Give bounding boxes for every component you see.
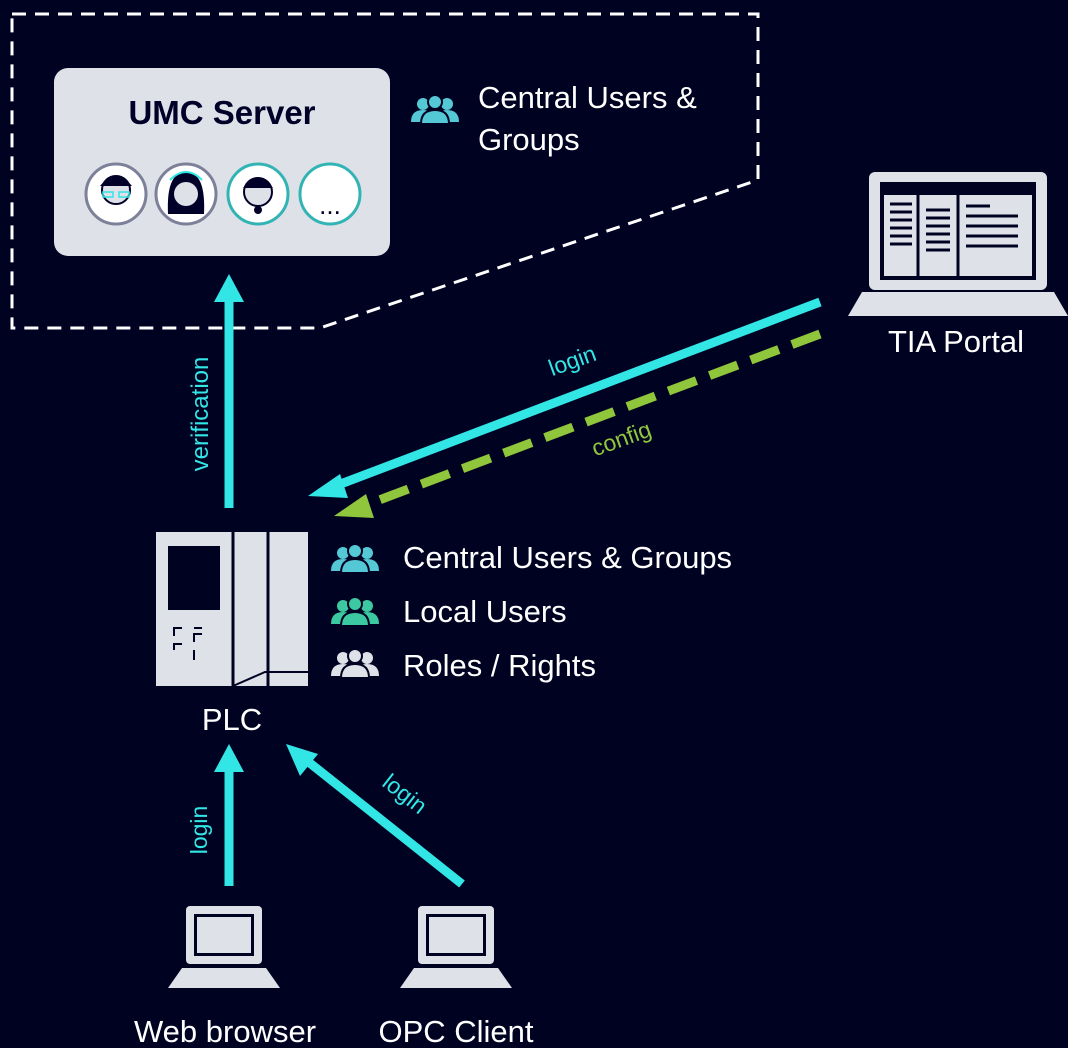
avatar-user-3: [226, 162, 290, 226]
opc-client-label: OPC Client: [378, 1014, 533, 1048]
avatar-more-text: ...: [319, 190, 341, 220]
users-group-icon: [330, 543, 380, 574]
legend-roles-rights: Roles / Rights: [403, 648, 596, 683]
avatar-user-1: [84, 162, 148, 226]
umc-group-label-line2: Groups: [478, 122, 580, 157]
users-group-icon: [330, 596, 380, 627]
plc-label: PLC: [202, 702, 262, 737]
plc-device-icon: [156, 532, 308, 687]
opc-login-label: login: [378, 768, 432, 818]
users-group-icon: [410, 94, 460, 125]
tia-portal-label: TIA Portal: [888, 324, 1024, 359]
web-login-arrow: [214, 744, 244, 886]
web-browser-laptop-icon: [168, 906, 280, 988]
umc-domain-boundary: [10, 12, 760, 330]
legend-central-users: Central Users & Groups: [403, 540, 732, 575]
opc-login-arrow: [286, 744, 465, 888]
umc-server-box: UMC Server ...: [54, 68, 390, 256]
tia-login-label: login: [545, 340, 600, 381]
verification-label: verification: [187, 357, 214, 472]
umc-group-label-line1: Central Users &: [478, 80, 697, 115]
avatar-user-2: [154, 162, 218, 226]
web-login-label: login: [186, 806, 212, 855]
verification-arrow: [214, 274, 244, 508]
users-group-icon: [330, 648, 380, 679]
opc-client-laptop-icon: [400, 906, 512, 988]
tia-config-label: config: [588, 416, 655, 461]
tia-portal-laptop-icon: [848, 172, 1068, 316]
web-browser-label: Web browser: [134, 1014, 316, 1048]
avatar-more: ...: [298, 162, 362, 226]
tia-config-arrow: [334, 329, 822, 518]
legend-local-users: Local Users: [403, 594, 567, 629]
tia-login-arrow: [308, 297, 822, 498]
umc-server-title: UMC Server: [128, 94, 315, 131]
